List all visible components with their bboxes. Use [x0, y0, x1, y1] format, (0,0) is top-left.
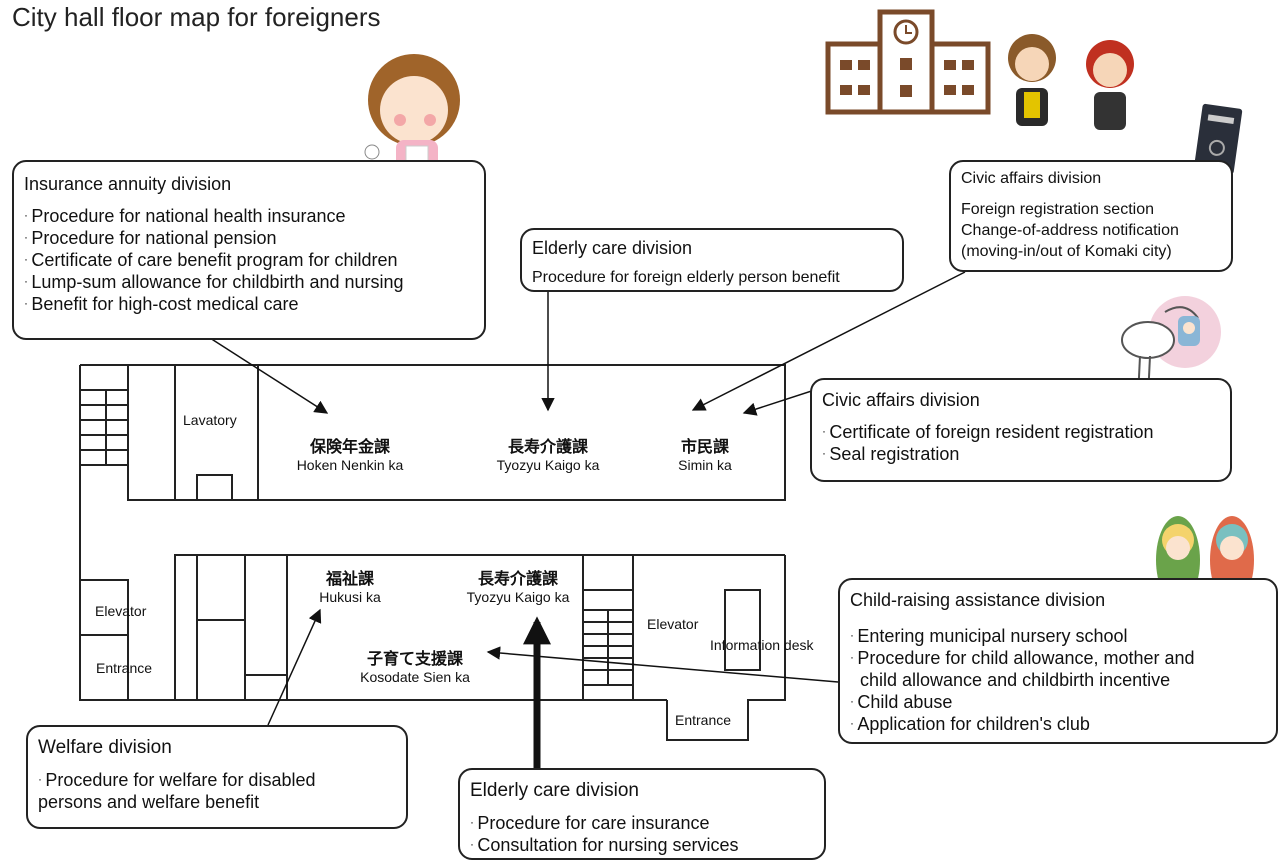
list-item: Procedure for child allowance, mother an… — [850, 647, 1276, 669]
injured-girl-icon — [364, 54, 460, 182]
office-simin-jp: 市民課 — [680, 437, 729, 456]
lavatory-room — [174, 364, 259, 501]
list-item: Procedure for national pension — [24, 227, 484, 249]
list-item: persons and welfare benefit — [38, 792, 260, 812]
list-item: Child abuse — [850, 691, 1276, 713]
child-raising-division-heading: Child-raising assistance division — [850, 590, 1106, 610]
office-tyozyu-top-ro: Tyozyu Kaigo ka — [496, 457, 600, 473]
office-hukusi: 福祉課 Hukusi ka — [300, 565, 400, 605]
list-item: Seal registration — [822, 443, 1230, 465]
city-hall-windows — [840, 58, 974, 97]
office-kosodate-ro: Kosodate Sien ka — [360, 669, 470, 685]
room-information-desk: Information desk — [710, 637, 814, 653]
office-hukusi-ro: Hukusi ka — [319, 589, 381, 605]
list-item: child allowance and childbirth incentive — [860, 670, 1171, 690]
child-raising-division-box: Child-raising assistance division Enteri… — [838, 578, 1278, 744]
room-lavatory: Lavatory — [183, 412, 237, 428]
room-entrance-left: Entrance — [96, 660, 153, 676]
list-item: Lump-sum allowance for childbirth and nu… — [24, 271, 484, 293]
office-kosodate-jp: 子育て支援課 — [366, 649, 463, 668]
civic-affairs-top-box: Civic affairs division Foreign registrat… — [949, 160, 1233, 272]
lower-block — [174, 554, 785, 700]
welfare-division-heading: Welfare division — [38, 737, 172, 758]
elderly-care-bottom-box: Elderly care division Procedure for care… — [458, 768, 826, 860]
list-item: Application for children's club — [850, 713, 1276, 735]
room-elevator-left: Elevator — [95, 603, 147, 619]
office-simin: 市民課 Simin ka — [660, 433, 750, 473]
list-item: Procedure for welfare for disabled — [38, 769, 406, 791]
list-item: Benefit for high-cost medical care — [24, 293, 484, 315]
list-item: Procedure for care insurance — [470, 812, 824, 834]
arrow-civic-top — [691, 271, 966, 411]
list-item: Change-of-address notification — [961, 222, 1179, 239]
page-title: City hall floor map for foreigners — [12, 2, 381, 32]
list-item: Consultation for nursing services — [470, 834, 824, 856]
stork-icon — [1121, 296, 1221, 399]
list-item: Foreign registration section — [961, 201, 1154, 218]
list-item: Entering municipal nursery school — [850, 625, 1276, 647]
room-elevator-right: Elevator — [647, 616, 699, 632]
office-hoken-ro: Hoken Nenkin ka — [296, 457, 404, 473]
elderly-care-bottom-heading: Elderly care division — [470, 780, 639, 801]
office-tyozyu-top: 長寿介護課 Tyozyu Kaigo ka — [478, 433, 618, 473]
welfare-division-box: Welfare division Procedure for welfare f… — [26, 725, 408, 829]
list-item: Certificate of care benefit program for … — [24, 249, 484, 271]
building-outline-top — [80, 364, 786, 501]
office-tyozyu-top-jp: 長寿介護課 — [507, 437, 588, 456]
civic-affairs-mid-box: Civic affairs division Certificate of fo… — [810, 378, 1232, 482]
office-simin-ro: Simin ka — [678, 457, 732, 473]
list-item: Procedure for national health insurance — [24, 205, 484, 227]
insurance-division-box: Insurance annuity division Procedure for… — [12, 160, 486, 340]
building-outline-left — [79, 365, 667, 701]
elderly-care-top-box: Elderly care division Procedure for fore… — [520, 228, 904, 292]
building-outline-right — [666, 555, 786, 741]
list-item: Procedure for foreign elderly person ben… — [532, 269, 840, 286]
office-tyozyu-bottom-jp: 長寿介護課 — [477, 569, 558, 588]
arrow-welfare — [267, 608, 322, 726]
foreign-couple-icon — [1008, 34, 1134, 130]
civic-affairs-mid-heading: Civic affairs division — [822, 390, 980, 410]
list-item: Certificate of foreign resident registra… — [822, 421, 1230, 443]
insurance-division-heading: Insurance annuity division — [24, 174, 232, 194]
office-kosodate: 子育て支援課 Kosodate Sien ka — [340, 645, 490, 685]
arrow-child — [486, 646, 839, 683]
office-tyozyu-bottom-ro: Tyozyu Kaigo ka — [466, 589, 570, 605]
room-entrance-bottom: Entrance — [675, 712, 732, 728]
stair-room-top — [127, 364, 176, 501]
office-hoken-jp: 保険年金課 — [309, 437, 390, 456]
information-desk — [724, 589, 761, 671]
office-hukusi-jp: 福祉課 — [325, 569, 374, 588]
stairs-top-left — [80, 389, 128, 466]
office-tyozyu-bottom: 長寿介護課 Tyozyu Kaigo ka — [448, 565, 588, 605]
list-item: (moving-in/out of Komaki city) — [961, 243, 1172, 260]
elderly-care-top-heading: Elderly care division — [532, 238, 693, 258]
office-hoken-nenkin: 保険年金課 Hoken Nenkin ka — [280, 433, 420, 473]
passport-icon — [1194, 103, 1243, 175]
civic-affairs-top-heading: Civic affairs division — [961, 170, 1102, 187]
arrow-insurance — [209, 337, 329, 414]
